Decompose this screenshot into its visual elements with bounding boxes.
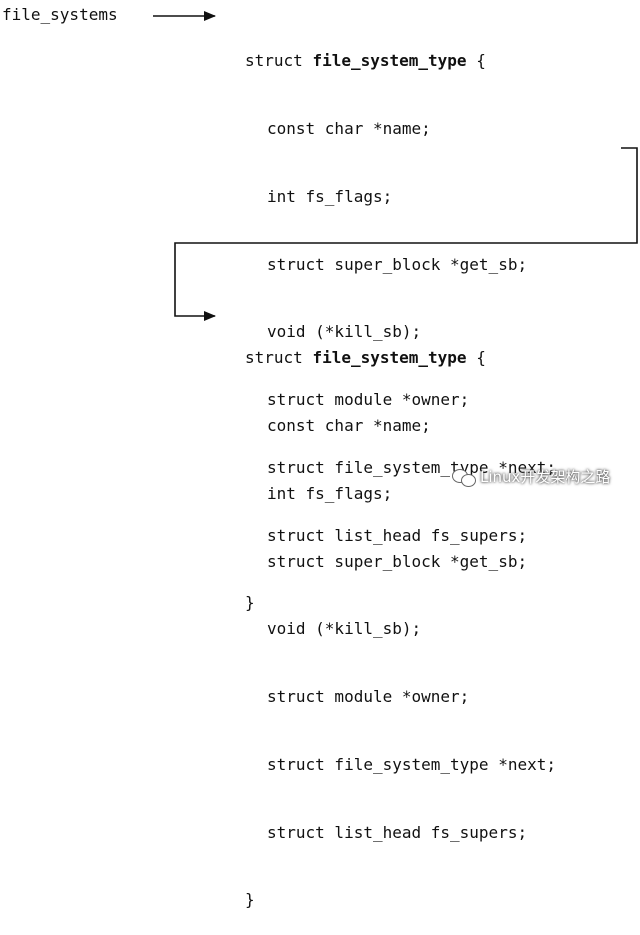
struct-keyword: struct <box>245 348 303 368</box>
field-owner: struct module *owner; <box>267 390 470 410</box>
watermark: Linux开发架构之路 <box>452 466 610 487</box>
field-next: struct file_system_type *next; <box>267 754 556 774</box>
watermark-text: Linux开发架构之路 <box>480 468 611 486</box>
struct-header: struct file_system_type { <box>245 50 556 73</box>
wechat-logo-icon <box>452 467 476 487</box>
field-fs-supers: struct list_head fs_supers; <box>267 822 528 842</box>
field-name: const char *name; <box>267 415 431 435</box>
struct-block-1: struct file_system_type { const char *na… <box>245 5 556 638</box>
head-pointer-label: file_systems <box>2 5 118 24</box>
field-next: struct file_system_type *next; <box>267 457 556 477</box>
next-pointer-arrow <box>174 147 638 321</box>
pointer-connectors <box>153 11 638 321</box>
struct-type-name: file_system_type <box>312 51 467 71</box>
field-kill-sb: void (*kill_sb); <box>267 619 422 639</box>
open-brace: { <box>476 348 486 368</box>
close-brace: } <box>245 890 255 910</box>
field-get-sb: struct super_block *get_sb; <box>267 254 528 274</box>
struct-type-name: file_system_type <box>312 348 467 368</box>
struct-keyword: struct <box>245 51 303 71</box>
struct-header: struct file_system_type { <box>245 347 556 370</box>
field-name: const char *name; <box>267 118 431 138</box>
field-get-sb: struct super_block *get_sb; <box>267 551 528 571</box>
open-brace: { <box>476 51 486 71</box>
field-fs-flags: int fs_flags; <box>267 483 393 503</box>
field-kill-sb: void (*kill_sb); <box>267 322 422 342</box>
field-fs-flags: int fs_flags; <box>267 186 393 206</box>
field-owner: struct module *owner; <box>267 687 470 707</box>
